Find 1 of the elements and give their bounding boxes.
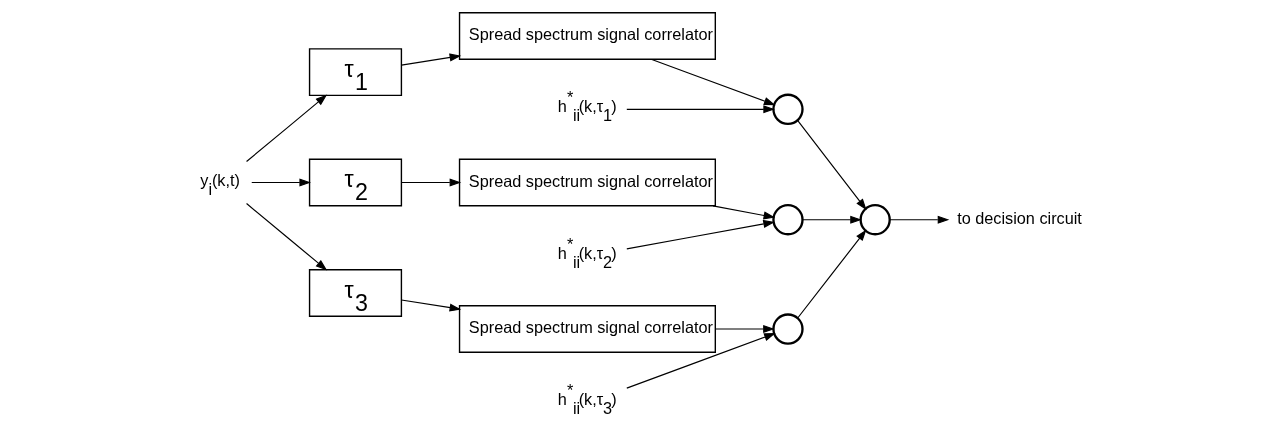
node-text: to decision circuit xyxy=(957,209,1082,228)
